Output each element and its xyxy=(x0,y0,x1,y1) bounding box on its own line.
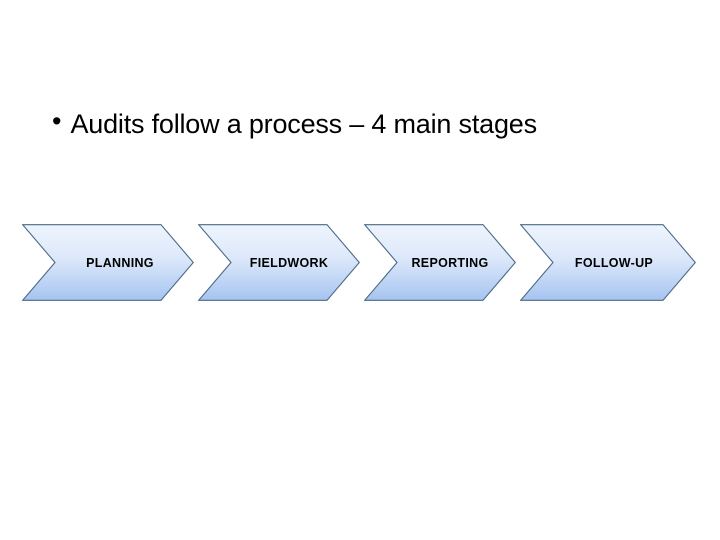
chevron-shape-icon xyxy=(198,224,360,301)
bullet-heading: • Audits follow a process – 4 main stage… xyxy=(52,103,672,145)
page-title: Audits follow a process – 4 main stages xyxy=(70,108,537,139)
process-stage-fieldwork[interactable]: FIELDWORK xyxy=(198,224,360,301)
chevron-shape-icon xyxy=(22,224,194,301)
process-stage-follow-up[interactable]: FOLLOW-UP xyxy=(520,224,696,301)
chevron-shape-icon xyxy=(520,224,696,301)
process-stage-planning[interactable]: PLANNING xyxy=(22,224,194,301)
bullet-marker-icon: • xyxy=(52,105,62,136)
process-flow-diagram: PLANNING FIELDWORK xyxy=(0,224,720,302)
process-stage-reporting[interactable]: REPORTING xyxy=(364,224,516,301)
chevron-shape-icon xyxy=(364,224,516,301)
